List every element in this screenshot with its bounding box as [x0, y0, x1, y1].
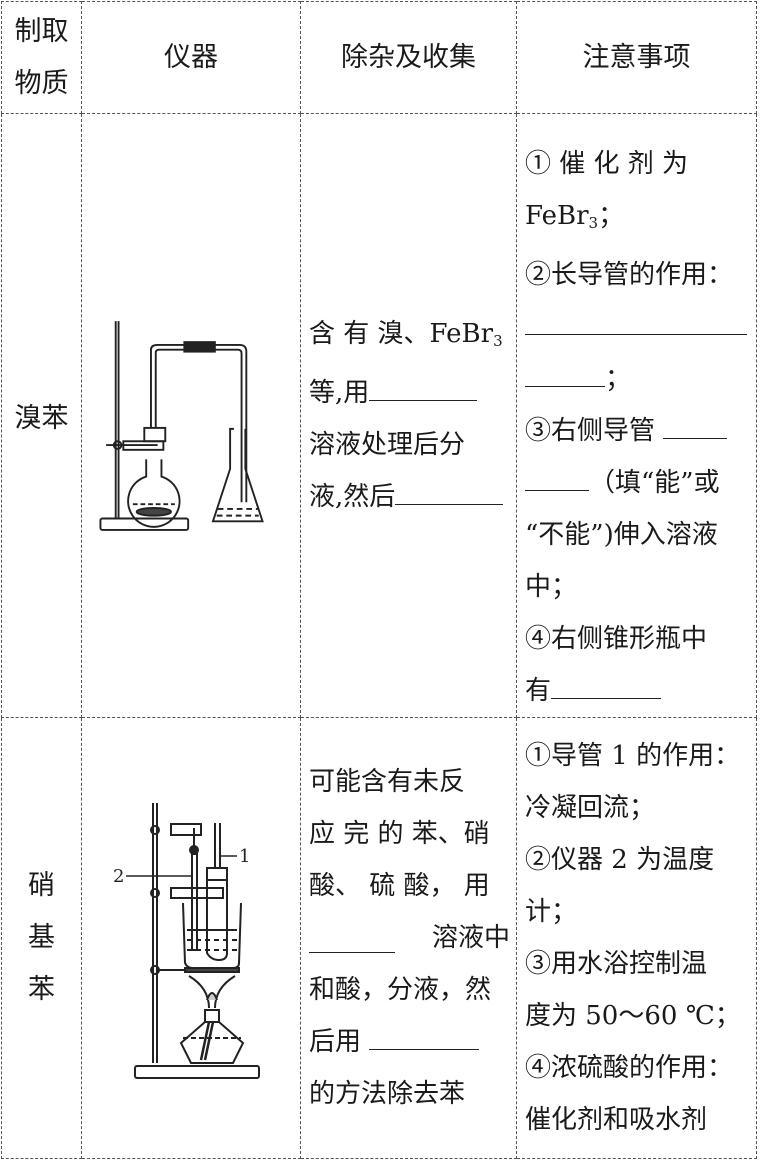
note-line: ③右侧导管 [525, 405, 750, 457]
fill-blank-method[interactable] [395, 478, 504, 505]
note-line [525, 301, 750, 353]
note-text: ； [605, 364, 632, 394]
substance-char: 硝 [28, 870, 55, 901]
note-line: ③用水浴控制温 [525, 949, 708, 979]
fill-blank-method[interactable] [369, 1023, 480, 1050]
note-line: ①导管 1 的作用： [525, 741, 741, 771]
fill-blank-flask[interactable] [551, 672, 662, 699]
fill-blank-long-tube[interactable] [525, 308, 747, 335]
purification-text: 后用 [309, 1027, 362, 1057]
substance-cell: 溴苯 [1, 113, 82, 718]
note-line: FeBr3； [525, 190, 750, 249]
header-substance-line1: 制取 [14, 15, 69, 47]
header-notes: 注意事项 [516, 1, 757, 114]
purification-line: 可能含有未反 [309, 767, 466, 797]
notes-cell: ①导管 1 的作用： 冷凝回流； ②仪器 2 为温度 计； ③用水浴控制温 度为… [516, 717, 757, 1159]
fill-blank-tube[interactable] [663, 412, 728, 439]
purification-text: 液,然后 [309, 482, 396, 512]
purification-text: 溶液中 [431, 923, 510, 953]
purification-text: 含 有 溴、FeBr [309, 319, 494, 349]
apparatus-cell: 1 2 [81, 717, 301, 1159]
purification-line: 溶液处理后分 [309, 430, 466, 460]
row-nitrobenzene: 硝基苯 [1, 717, 757, 1159]
fill-blank-long-tube-cont[interactable] [525, 360, 605, 387]
header-substance-line2: 物质 [14, 67, 69, 99]
substance-char: 基 [28, 922, 55, 953]
header-notes-label: 注意事项 [582, 41, 691, 73]
note-line: ④右侧锥形瓶中 [525, 624, 708, 654]
header-purification-label: 除杂及收集 [341, 41, 476, 73]
notes-cell: ① 催 化 剂 为 FeBr3； ②长导管的作用： ； ③右侧导管 （填“能”或… [516, 113, 757, 718]
purification-cell: 可能含有未反 应 完 的 苯、硝 酸、 硫 酸， 用 溶液中 和酸，分液，然 后… [300, 717, 517, 1159]
apparatus-cell [81, 113, 301, 718]
purification-line: 含 有 溴、FeBr3 [309, 308, 510, 367]
note-line: 有 [525, 665, 750, 717]
note-line: ； [525, 353, 750, 405]
thermometer-label-2: 2 [113, 866, 124, 887]
purification-line: 应 完 的 苯、硝 [309, 819, 490, 849]
row-bromobenzene: 溴苯 [1, 113, 757, 718]
note-line: ②长导管的作用： [525, 260, 734, 290]
subscript: 3 [493, 332, 503, 350]
note-line: （填“能”或 [525, 457, 750, 509]
subscript: 3 [588, 214, 599, 232]
note-text: FeBr [525, 201, 589, 231]
substance-name: 溴苯 [14, 403, 69, 434]
bromobenzene-apparatus-icon [98, 320, 264, 531]
fill-blank-reagent[interactable] [369, 374, 478, 401]
purification-line: 后用 [309, 1016, 510, 1068]
note-line: ④浓硫酸的作用： [525, 1053, 734, 1083]
note-line: ②仪器 2 为温度 [525, 845, 715, 875]
purification-text: 等,用 [309, 378, 370, 408]
note-text: 有 [525, 676, 552, 706]
fill-blank-tube-cont[interactable] [525, 464, 589, 491]
note-line: “不能”)伸入溶液 [525, 520, 718, 550]
purification-line: 溶液中 [309, 912, 510, 964]
purification-line: 等,用 [309, 367, 510, 419]
substance-cell: 硝基苯 [1, 717, 82, 1159]
purification-line: 的方法除去苯 [309, 1079, 466, 1109]
header-purification: 除杂及收集 [300, 1, 517, 114]
note-text: （填“能”或 [589, 468, 720, 498]
note-line: 催化剂和吸水剂 [525, 1105, 708, 1135]
nitrobenzene-apparatus-icon: 1 2 [113, 803, 260, 1079]
note-line: 中； [525, 572, 578, 602]
note-line: 度为 50～60 ℃； [525, 1001, 741, 1031]
purification-line: 液,然后 [309, 471, 510, 523]
substance-char: 苯 [28, 974, 55, 1005]
header-apparatus-label: 仪器 [164, 41, 218, 73]
purification-line: 酸、 硫 酸， 用 [309, 871, 490, 901]
header-substance: 制取物质 [1, 1, 82, 114]
header-apparatus: 仪器 [81, 1, 301, 114]
note-line: ① 催 化 剂 为 [525, 149, 689, 179]
tube-label-1: 1 [239, 846, 250, 867]
purification-cell: 含 有 溴、FeBr3 等,用 溶液处理后分 液,然后 [300, 113, 517, 718]
header-row: 制取物质 仪器 除杂及收集 注意事项 [1, 1, 757, 114]
purification-line: 和酸，分液，然 [309, 975, 492, 1005]
note-text: ③右侧导管 [525, 416, 656, 446]
note-line: 冷凝回流； [525, 793, 656, 823]
fill-blank-neutralizer[interactable] [309, 926, 395, 953]
note-line: 计； [525, 897, 578, 927]
note-text: ； [598, 201, 625, 231]
